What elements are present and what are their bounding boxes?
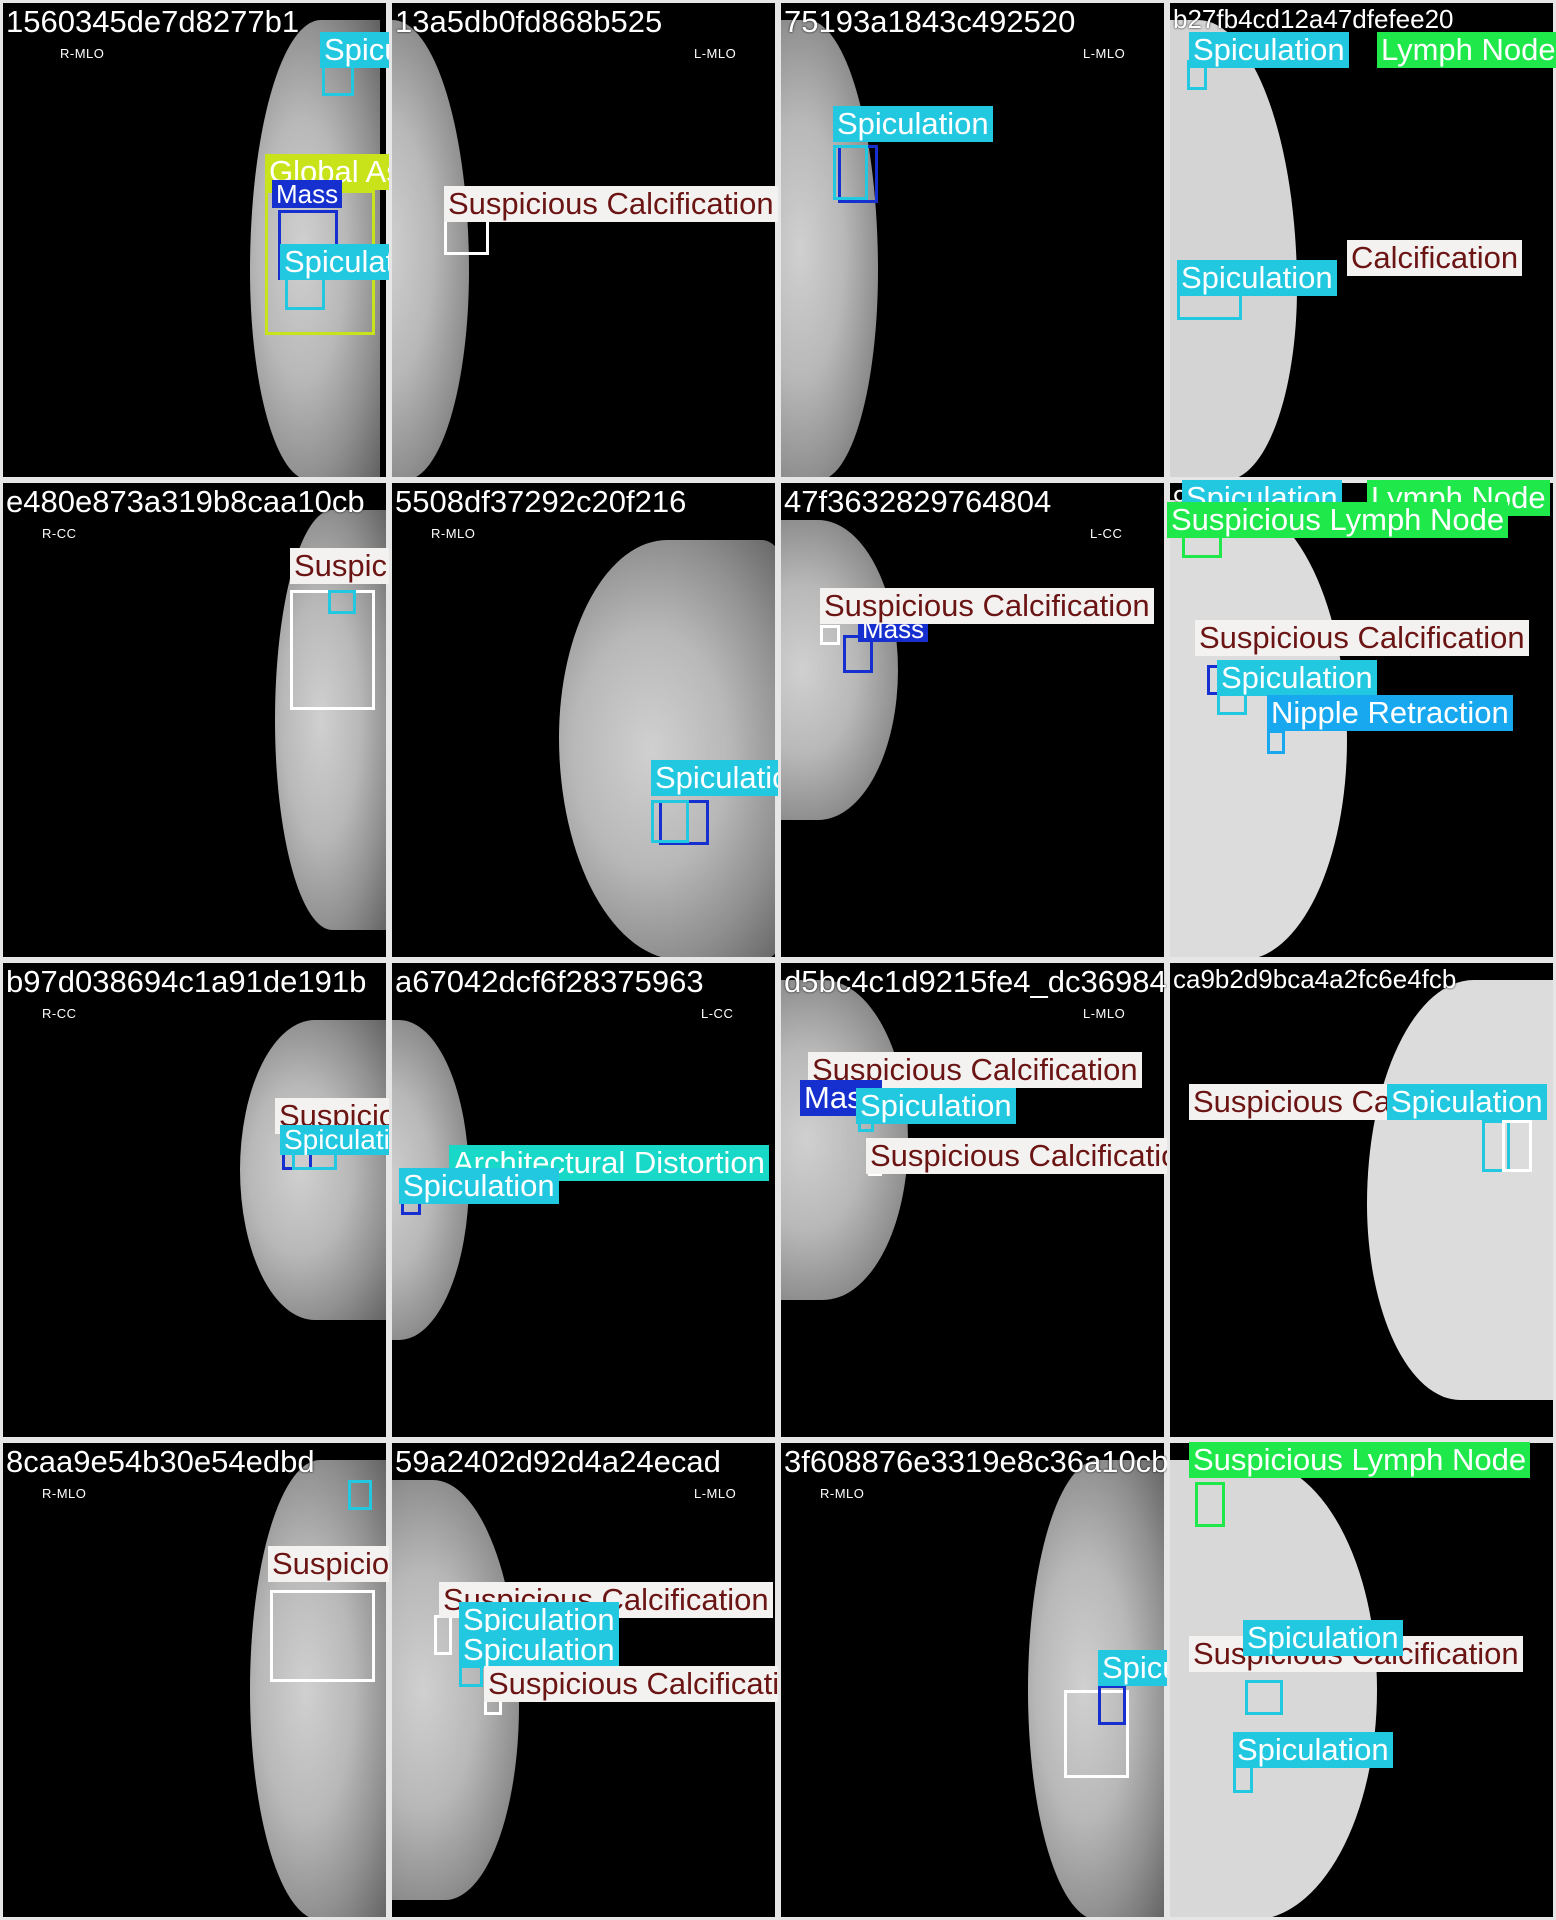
label-calcification: Suspicious Calcification [268,1546,389,1582]
breast-tissue [559,540,778,960]
tile-4: b27fb4cd12a47dfefee20 Spiculation Lymph … [1167,0,1556,480]
label-spiculation: Spiculation [1177,260,1337,296]
breast-tissue [250,1460,389,1920]
view-label: R-MLO [60,46,105,61]
label-spiculation: Spiculation [459,1632,619,1668]
label-calcification: Suspicious Calcification [444,186,778,222]
view-label: L-MLO [1083,46,1126,61]
label-mass: Mass [272,180,343,208]
tile-16: Suspicious Lymph Node Suspicious Calcifi… [1167,1440,1556,1920]
label-spiculation: Spiculation [399,1168,559,1204]
label-spiculation: Spiculation [280,244,389,280]
label-spiculation: Spiculation [1098,1650,1167,1686]
filename: b97d038694c1a91de191b [6,964,367,999]
tile-2: 13a5db0fd868b525 L-MLO Suspicious Calcif… [389,0,778,480]
box-mass [1098,1685,1126,1725]
label-calcification: Suspicious Calcification [866,1138,1167,1174]
tile-3: 75193a1843c492520 L-MLO Spiculation [778,0,1167,480]
label-spiculation: Spiculation [1233,1732,1393,1768]
box-calcification [820,625,840,645]
box-spiculation [1245,1680,1283,1715]
label-spiculation: Spiculation [1217,660,1377,696]
box-spiculation [328,590,356,614]
label-spiculation: Spiculation [320,32,389,68]
view-label: L-MLO [694,46,737,61]
box-calcification [1064,1690,1129,1778]
filename: ca9b2d9bca4a2fc6e4fcb [1173,964,1457,994]
filename: 3f608876e3319e8c36a10cb2 [784,1444,1167,1479]
filename: 5508df37292c20f216 [395,484,687,519]
label-spiculation: Spiculation [833,106,993,142]
breast-tissue [1367,980,1556,1400]
tile-9: b97d038694c1a91de191b R-CC Suspicious Ca… [0,960,389,1440]
label-calcification: Calcification [1347,240,1523,276]
label-spiculation: Spiculation [856,1088,1016,1124]
tile-8: 9dc98 Spiculation Lymph Node Suspicious … [1167,480,1556,960]
tile-1: 1560345de7d8277b1 R-MLO Global Asymmetry… [0,0,389,480]
tile-11: d5bc4c1d9215fe4_dc36984 L-MLO Suspicious… [778,960,1167,1440]
breast-tissue [240,1020,389,1320]
filename: e480e873a319b8caa10cb [6,484,365,519]
filename: 1560345de7d8277b1 [6,4,300,39]
filename: 75193a1843c492520 [784,4,1076,39]
breast-tissue [778,20,878,480]
box-calcification [270,1590,375,1682]
view-label: R-MLO [431,526,476,541]
label-calcification: Suspicious Calcification [820,588,1154,624]
view-label: R-MLO [42,1486,87,1501]
label-nipple-retraction: Nipple Retraction [1267,695,1513,731]
label-calcification: Suspicious Calcification [484,1666,778,1702]
view-label: R-CC [42,526,77,541]
label-calcification: Suspicious Calcification [290,548,389,584]
filename: 47f3632829764804 [784,484,1052,519]
label-spiculation: Spiculation [280,1125,389,1155]
view-label: R-CC [42,1006,77,1021]
box-spiculation [651,800,689,843]
tile-6: 5508df37292c20f216 R-MLO Spiculation [389,480,778,960]
label-spiculation: Spiculation [1189,32,1349,68]
box-spiculation [348,1480,372,1510]
label-lymph-node: Lymph Node [1377,32,1556,68]
tile-5: e480e873a319b8caa10cb R-CC Suspicious Ca… [0,480,389,960]
tile-12: ca9b2d9bca4a2fc6e4fcb Suspicious Calcifi… [1167,960,1556,1440]
filename: 8caa9e54b30e54edbd [6,1444,315,1479]
tile-15: 3f608876e3319e8c36a10cb2 R-MLO Spiculati… [778,1440,1167,1920]
view-label: L-MLO [1083,1006,1126,1021]
filename: 13a5db0fd868b525 [395,4,663,39]
box-calcification [1502,1120,1532,1172]
label-calcification: Suspicious Calcification [1195,620,1529,656]
breast-tissue [1167,1460,1377,1920]
label-spiculation: Spiculation [1387,1084,1547,1120]
box-nipple-retraction [1267,730,1285,754]
filename: d5bc4c1d9215fe4_dc36984 [784,964,1167,999]
tile-14: 59a2402d92d4a24ecad L-MLO Suspicious Cal… [389,1440,778,1920]
label-lymph-node: Suspicious Lymph Node [1167,502,1509,538]
filename: a67042dcf6f28375963 [395,964,704,999]
tile-13: 8caa9e54b30e54edbd R-MLO Suspicious Calc… [0,1440,389,1920]
box-lymph-node [1195,1482,1225,1527]
box-spiculation [833,145,868,200]
label-spiculation: Spiculation [651,760,778,796]
view-label: L-MLO [694,1486,737,1501]
filename: b27fb4cd12a47dfefee20 [1173,4,1454,34]
tile-10: a67042dcf6f28375963 L-CC Architectural D… [389,960,778,1440]
box-spiculation [1233,1765,1253,1793]
label-lymph-node: Suspicious Lymph Node [1189,1442,1531,1478]
tile-7: 47f3632829764804 L-CC Mass Suspicious Ca… [778,480,1167,960]
filename: 59a2402d92d4a24ecad [395,1444,721,1479]
view-label: L-CC [701,1006,734,1021]
view-label: L-CC [1090,526,1123,541]
view-label: R-MLO [820,1486,865,1501]
breast-tissue [778,520,898,820]
label-spiculation: Spiculation [1243,1620,1403,1656]
box-spiculation [1482,1120,1510,1172]
box-calcification [434,1615,452,1655]
